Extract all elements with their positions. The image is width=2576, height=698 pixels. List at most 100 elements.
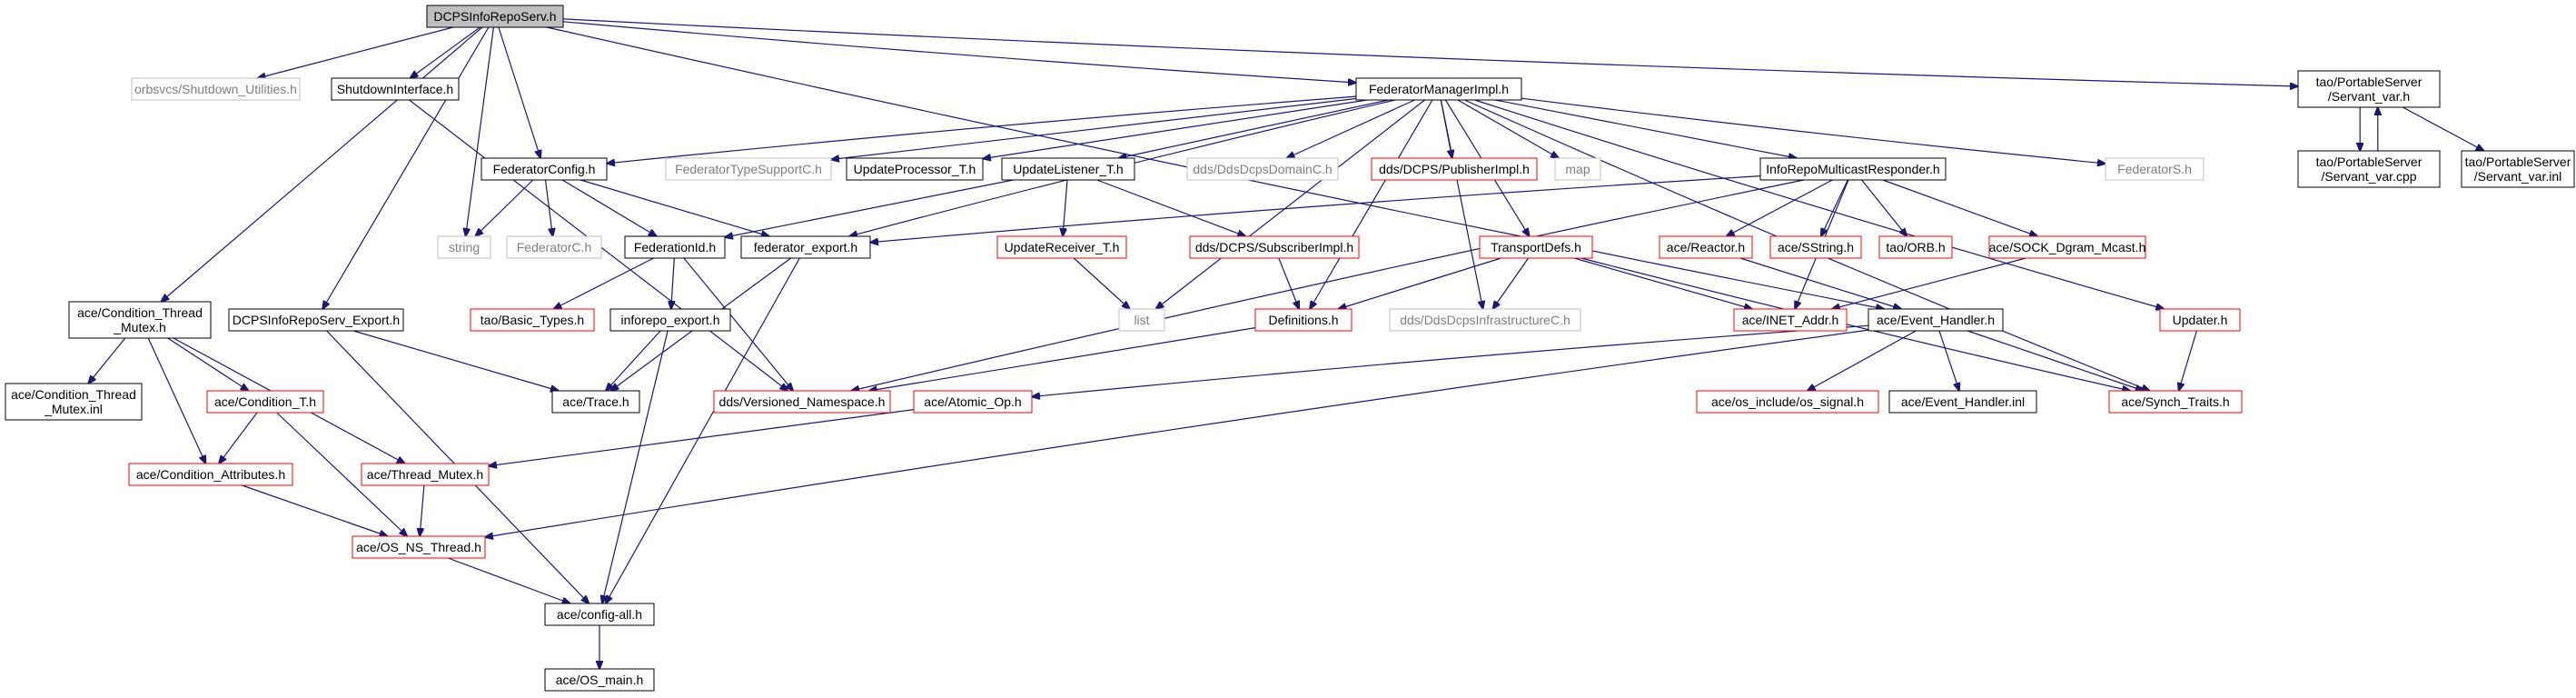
edge-ace_sock_dgram-to-ace_inet_addr bbox=[1832, 257, 2026, 309]
edge-transport_defs-to-ace_synch_traits bbox=[1580, 257, 2131, 391]
node-ace-synch-traits[interactable]: ace/Synch_Traits.h bbox=[2108, 390, 2243, 414]
edge-ace_cond_thread_mutex-to-ace_cond_attrs bbox=[147, 337, 205, 464]
node-tao-servant-var-inl[interactable]: tao/PortableServer/Servant_var.inl bbox=[2461, 150, 2575, 188]
node-box bbox=[1001, 157, 1135, 181]
node-ace-condition-t[interactable]: ace/Condition_T.h bbox=[206, 390, 324, 414]
node-label: ace/Trace.h bbox=[562, 394, 629, 409]
node-ace-cond-thread-mutex[interactable]: ace/Condition_Thread_Mutex.h bbox=[68, 301, 212, 339]
node-label: /Servant_var.cpp bbox=[2321, 169, 2416, 184]
node-inforepo-export[interactable]: inforepo_export.h bbox=[609, 308, 731, 332]
node-ace-config-all[interactable]: ace/config-all.h bbox=[544, 603, 655, 626]
node-dds-publisherimpl[interactable]: dds/DCPS/PublisherImpl.h bbox=[1371, 157, 1538, 181]
edge-federation_id-to-tao_basic_types bbox=[554, 257, 654, 309]
node-label: _Mutex.inl bbox=[44, 402, 103, 416]
edge-ace_thread_mutex-to-ace_os_ns_thread bbox=[420, 484, 425, 536]
node-box bbox=[1479, 235, 1593, 259]
node-box bbox=[713, 390, 891, 414]
edge-transport_defs-to-definitions bbox=[1338, 257, 1501, 309]
node-tao-basic-types[interactable]: tao/Basic_Types.h bbox=[470, 308, 595, 332]
node-update-processor[interactable]: UpdateProcessor_T.h bbox=[846, 157, 984, 181]
node-orbsvcs-shutdown[interactable]: orbsvcs/Shutdown_Utilities.h bbox=[131, 77, 301, 101]
node-box bbox=[665, 157, 832, 181]
node-dcps-export[interactable]: DCPSInfoRepoServ_Export.h bbox=[228, 308, 404, 332]
node-box bbox=[361, 463, 490, 486]
node-inforepo-mcast[interactable]: InfoRepoMulticastResponder.h bbox=[1759, 157, 1947, 181]
node-box bbox=[1868, 308, 2004, 332]
node-box bbox=[331, 77, 460, 101]
node-federator-s[interactable]: FederatorS.h bbox=[2105, 157, 2204, 181]
node-ace-event-handler[interactable]: ace/Event_Handler.h bbox=[1868, 308, 2004, 332]
node-box bbox=[1759, 157, 1947, 181]
edge-fed_mgr-to-dds_infrastructurec bbox=[1440, 99, 1482, 309]
node-string[interactable]: string bbox=[437, 235, 491, 259]
node-federator-export[interactable]: federator_export.h bbox=[740, 235, 871, 259]
node-box bbox=[2297, 70, 2441, 108]
node-map[interactable]: map bbox=[1554, 157, 1601, 181]
node-ace-reactor[interactable]: ace/Reactor.h bbox=[1659, 235, 1753, 259]
edge-definitions-to-dds_versioned_ns bbox=[869, 327, 1256, 391]
node-box bbox=[5, 383, 143, 421]
edge-fed_mgr-to-federator_s bbox=[1521, 97, 2105, 164]
node-fed-mgr[interactable]: FederatorManagerImpl.h bbox=[1355, 77, 1522, 101]
edge-dcps-to-ace_cond_thread_mutex bbox=[161, 26, 483, 302]
node-box bbox=[544, 603, 655, 626]
node-ace-cond-thread-mutex-inl[interactable]: ace/Condition_Thread_Mutex.inl bbox=[5, 383, 143, 421]
node-ace-cond-attrs[interactable]: ace/Condition_Attributes.h bbox=[128, 463, 293, 486]
node-label: dds/DCPS/SubscriberImpl.h bbox=[1195, 240, 1353, 254]
node-dcps[interactable]: DCPSInfoRepoServ.h bbox=[426, 5, 564, 28]
node-dds-subscriberimpl[interactable]: dds/DCPS/SubscriberImpl.h bbox=[1189, 235, 1360, 259]
node-ace-atomic-op[interactable]: ace/Atomic_Op.h bbox=[913, 390, 1033, 414]
node-ace-event-handler-inl[interactable]: ace/Event_Handler.inl bbox=[1888, 390, 2037, 414]
node-fed-typesupport[interactable]: FederatorTypeSupportC.h bbox=[665, 157, 832, 181]
node-shutdown-iface[interactable]: ShutdownInterface.h bbox=[331, 77, 460, 101]
node-box bbox=[2297, 150, 2441, 188]
node-update-listener[interactable]: UpdateListener_T.h bbox=[1001, 157, 1135, 181]
node-dds-domainc[interactable]: dds/DdsDcpsDomainC.h bbox=[1186, 157, 1339, 181]
edge-update_receiver-to-list bbox=[1073, 257, 1130, 309]
node-update-receiver[interactable]: UpdateReceiver_T.h bbox=[996, 235, 1127, 259]
edge-ace_cond_thread_mutex-to-ace_cond_thread_mutex_inl bbox=[88, 337, 126, 384]
node-dds-infrastructurec[interactable]: dds/DdsDcpsInfrastructureC.h bbox=[1389, 308, 1581, 332]
node-list[interactable]: list bbox=[1118, 308, 1165, 332]
node-label: DCPSInfoRepoServ.h bbox=[433, 9, 556, 24]
edge-fed_mgr-to-update_listener bbox=[1119, 99, 1389, 158]
edge-fed_mgr-to-fed_config bbox=[607, 95, 1357, 164]
edge-ace_reactor-to-ace_event_handler bbox=[1739, 257, 1901, 309]
node-transport-defs[interactable]: TransportDefs.h bbox=[1479, 235, 1593, 259]
node-label: dds/Versioned_Namespace.h bbox=[719, 394, 886, 409]
node-label: ace/OS_NS_Thread.h bbox=[356, 540, 481, 554]
node-tao-orb[interactable]: tao/ORB.h bbox=[1878, 235, 1953, 259]
node-box bbox=[1186, 157, 1339, 181]
node-ace-trace[interactable]: ace/Trace.h bbox=[551, 390, 640, 414]
node-box bbox=[437, 235, 491, 259]
node-label: ace/Condition_Attributes.h bbox=[136, 467, 285, 482]
node-ace-thread-mutex[interactable]: ace/Thread_Mutex.h bbox=[361, 463, 490, 486]
edge-ace_event_handler-to-ace_os_ns_thread bbox=[485, 329, 1869, 537]
node-updater[interactable]: Updater.h bbox=[2159, 308, 2241, 332]
node-ace-os-signal[interactable]: ace/os_include/os_signal.h bbox=[1696, 390, 1879, 414]
node-label: UpdateReceiver_T.h bbox=[1005, 240, 1120, 254]
node-tao-servant-var-h[interactable]: tao/PortableServer/Servant_var.h bbox=[2297, 70, 2441, 108]
node-fed-config[interactable]: FederatorConfig.h bbox=[481, 157, 608, 181]
edge-ace_condition_t-to-ace_cond_attrs bbox=[219, 412, 258, 464]
edge-fed_mgr-to-list bbox=[1155, 99, 1425, 309]
node-ace-sock-dgram[interactable]: ace/SOCK_Dgram_Mcast.h bbox=[1988, 235, 2146, 259]
node-federation-id[interactable]: FederationId.h bbox=[624, 235, 726, 259]
node-label: _Mutex.h bbox=[113, 320, 166, 334]
node-box bbox=[913, 390, 1033, 414]
node-label: federator_export.h bbox=[754, 240, 857, 254]
node-tao-servant-var-cpp[interactable]: tao/PortableServer/Servant_var.cpp bbox=[2297, 150, 2441, 188]
node-label: ace/Condition_Thread bbox=[77, 305, 203, 320]
node-box bbox=[352, 535, 486, 559]
node-ace-os-main[interactable]: ace/OS_main.h bbox=[544, 668, 655, 692]
edge-ace_atomic_op-to-ace_thread_mutex bbox=[489, 409, 915, 466]
node-ace-sstring[interactable]: ace/SString.h bbox=[1769, 235, 1862, 259]
node-label: ace/SString.h bbox=[1778, 240, 1854, 254]
edge-updater-to-ace_synch_traits bbox=[2179, 330, 2197, 391]
node-box bbox=[1355, 77, 1522, 101]
node-definitions[interactable]: Definitions.h bbox=[1254, 308, 1352, 332]
node-dds-versioned-ns[interactable]: dds/Versioned_Namespace.h bbox=[713, 390, 891, 414]
node-ace-inet-addr[interactable]: ace/INET_Addr.h bbox=[1733, 308, 1848, 332]
node-ace-os-ns-thread[interactable]: ace/OS_NS_Thread.h bbox=[352, 535, 486, 559]
node-federator-c[interactable]: FederatorC.h bbox=[506, 235, 602, 259]
